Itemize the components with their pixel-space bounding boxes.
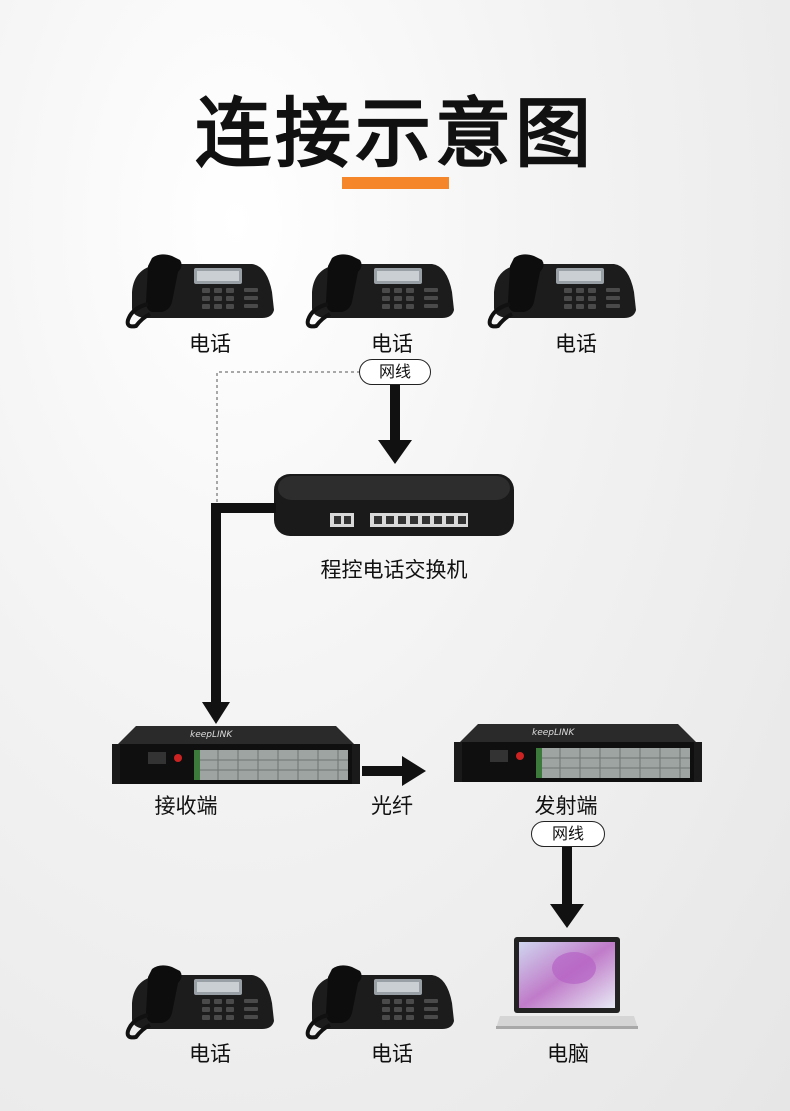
label-receiver: 接收端 [154,794,218,818]
label-computer: 电脑 [547,1042,589,1066]
phone-icon-top-3 [487,252,638,329]
label-phone-bottom-2: 电话 [371,1042,413,1066]
label-phone-top-3: 电话 [555,332,597,356]
label-phone-top-1: 电话 [189,332,231,356]
phone-icon-bottom-1 [125,963,277,1040]
receiver-device-icon [111,725,361,785]
title-underline [342,177,449,189]
label-phone-top-2: 电话 [371,332,413,356]
arrow-switch-to-receiver [202,503,276,724]
laptop-icon [496,937,638,1029]
page-title: 连接示意图 [195,89,595,178]
switch-icon [274,474,514,536]
tag-network-cable-bottom: 网线 [531,821,605,847]
phone-icon-top-2 [305,252,456,329]
label-switch: 程控电话交换机 [320,558,468,582]
arrow-down-to-switch [378,384,412,464]
tag-network-cable-top: 网线 [359,359,431,385]
transmitter-brand: keepLINK [532,728,575,738]
label-transmitter: 发射端 [534,794,598,818]
phone-icon-bottom-2 [305,963,456,1040]
transmitter-device-icon [453,723,703,783]
phone-icon-top-1 [125,252,277,329]
receiver-brand: keepLINK [190,730,233,740]
arrow-down-to-computer [550,845,584,928]
label-fiber: 光纤 [371,794,413,818]
fiber-arrow [362,756,426,786]
label-phone-bottom-1: 电话 [189,1042,231,1066]
